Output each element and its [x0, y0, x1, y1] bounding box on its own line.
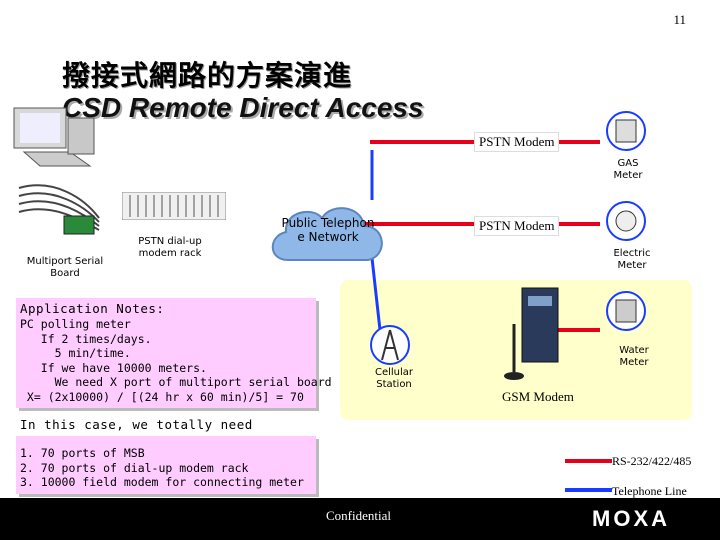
legend-rs-label: RS-232/422/485 [612, 454, 692, 469]
page-title-chinese: 撥接式網路的方案演進 [62, 59, 353, 92]
notes-heading: Application Notes: [20, 301, 165, 316]
pstn-modem-top-label: PSTN Modem [474, 132, 560, 152]
public-network-label: Public Telephon e Network [281, 216, 375, 244]
cloud-icon [271, 207, 383, 261]
modem-rack-icon [122, 192, 226, 220]
gas-meter-label: GAS Meter [613, 158, 643, 181]
electric-meter-icon [606, 201, 646, 241]
legend-telephone-label: Telephone Line [612, 484, 687, 499]
gsm-modem-icon [504, 287, 559, 380]
electric-meter-label: Electric Meter [613, 248, 651, 271]
needs-box [16, 436, 316, 494]
footer-confidential: Confidential [326, 508, 391, 523]
application-notes-box [16, 298, 316, 408]
needs-list: 1. 70 ports of MSB 2. 70 ports of dial-u… [20, 446, 304, 489]
water-meter-label: Water Meter [619, 345, 649, 368]
notes-subheading: In this case, we totally need [20, 417, 253, 432]
gsm-modem-label: GSM Modem [502, 389, 574, 404]
multiport-label: Multiport Serial Board [26, 256, 104, 279]
page-number: 11 [673, 12, 686, 27]
pstn-modem-mid-label: PSTN Modem [474, 216, 560, 236]
computer-icon [13, 107, 95, 167]
cellular-tower-icon [370, 325, 410, 365]
footer-bar [0, 498, 720, 540]
modem-rack-label: PSTN dial-up modem rack [138, 236, 202, 259]
page-title-english: CSD Remote Direct Access [62, 92, 424, 123]
cellular-station-label: Cellular Station [374, 367, 414, 390]
gas-meter-icon [606, 111, 646, 151]
notes-body: PC polling meter If 2 times/days. 5 min/… [20, 317, 332, 404]
moxa-logo: MOXA [592, 506, 670, 531]
multiport-board-icon [18, 184, 100, 235]
water-meter-icon [606, 291, 646, 331]
